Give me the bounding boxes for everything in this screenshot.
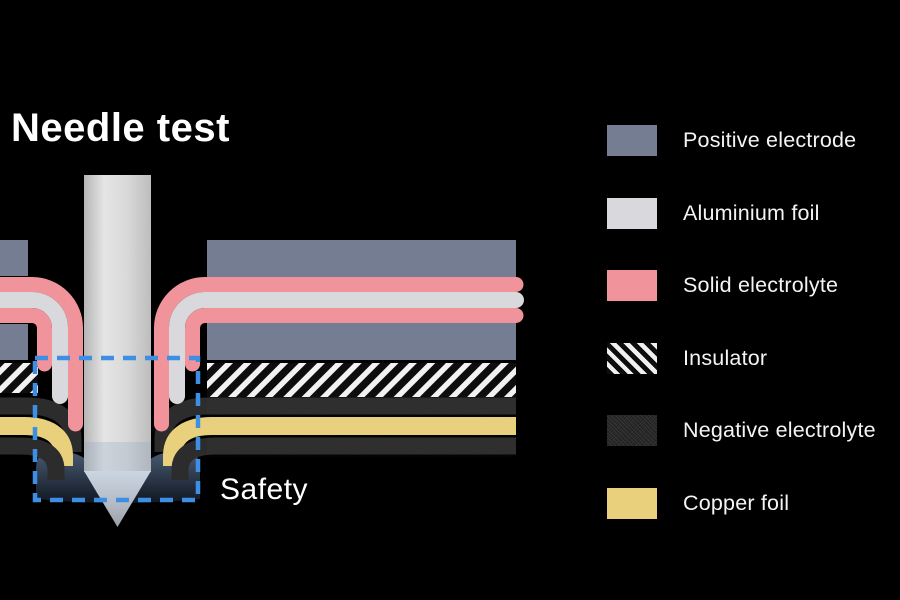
legend-label: Positive electrode [683,128,857,152]
positive-electrode-layer [0,240,28,276]
solid-electrolyte-layer [0,277,83,432]
copper-foil-swatch [607,487,657,519]
legend-item-negative-electrolyte: Negative electrolyte [607,415,900,446]
solid-electrolyte-layer [185,308,524,372]
solid-electrolyte-layer [154,277,524,432]
positive-electrode-layer [0,324,28,360]
needle-glow-tint [84,442,151,472]
needle [84,175,151,527]
aluminium-foil-layer [169,292,524,404]
electrolyte-foil-curtain [0,277,524,432]
negative-electrolyte-layer [0,437,65,480]
legend-label: Copper foil [683,490,790,515]
positive-electrode-layers [0,240,516,360]
needle-texture [84,175,151,472]
legend: Positive electrode Aluminium foil Solid … [607,125,900,560]
aluminium-foil-layer [0,292,68,404]
safety-label: Safety [220,473,308,506]
negative-electrolyte-layer [154,397,516,452]
positive-electrode-layer [207,240,516,277]
insulator-swatch [607,342,657,374]
page-title: Needle test [11,106,230,150]
positive-electrode-swatch [607,125,657,156]
aluminium-foil-swatch [607,197,657,229]
legend-label: Negative electrolyte [683,418,876,442]
legend-item-copper-foil: Copper foil [607,487,900,519]
texture-overlay [207,397,516,457]
solid-electrolyte-swatch [607,270,657,301]
safety-zone-box [32,355,201,503]
solid-electrolyte-layer [0,308,52,372]
positive-electrode-layer [207,323,516,360]
legend-item-solid-electrolyte: Solid electrolyte [607,270,900,301]
legend-label: Insulator [683,345,768,370]
insulator-layer [0,363,38,393]
legend-item-positive-electrode: Positive electrode [607,125,900,156]
insulator-layer [207,363,516,397]
copper-foil-layer [0,417,73,466]
legend-label: Solid electrolyte [683,273,839,297]
legend-label: Aluminium foil [683,200,820,225]
legend-item-aluminium-foil: Aluminium foil [607,197,900,229]
legend-item-insulator: Insulator [607,342,900,374]
negative-electrolyte-swatch [607,415,657,446]
negative-electrolyte-layer [0,397,82,452]
